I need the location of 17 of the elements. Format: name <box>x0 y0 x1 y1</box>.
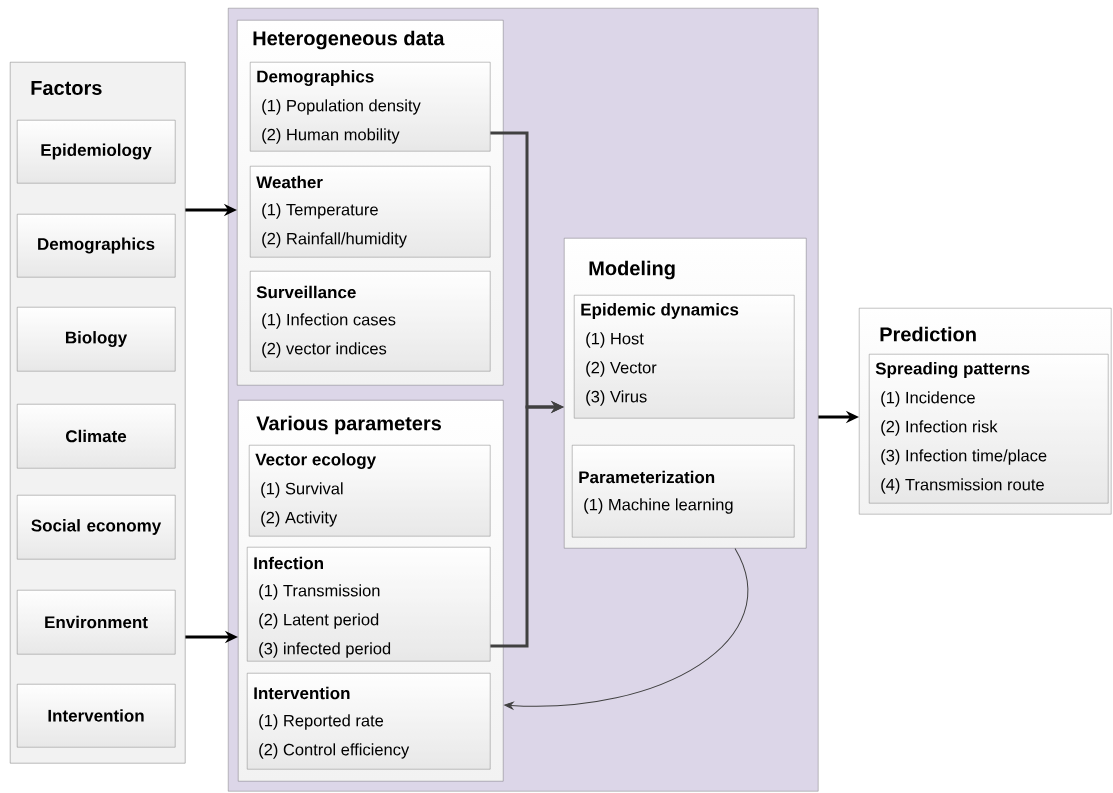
factor-box: Environment <box>17 590 176 655</box>
data-box: Weather (1) Temperature (2) Rainfall/humidity <box>250 166 491 258</box>
data-box: Demographics (1) Population density (2) Human mobility <box>250 62 491 152</box>
factor-box: Climate <box>17 404 176 469</box>
factor-box: Intervention <box>17 684 176 748</box>
data-box: Parameterization (1) Machine learning <box>572 445 795 538</box>
factor-box: Demographics <box>17 214 176 278</box>
data-box: Intervention (1) Reported rate (2) Control efficiency <box>247 673 491 770</box>
data-box: Vector ecology (1) Survival (2) Activity <box>249 445 491 537</box>
arrow <box>504 547 749 710</box>
factor-box: Epidemiology <box>17 120 176 184</box>
data-box: Spreading patterns (1) Incidence (2) Infection risk (3) Infection time/place (4) Transmission route <box>869 354 1109 504</box>
factor-box: Biology <box>17 307 176 372</box>
factor-box: Social economy <box>17 495 176 560</box>
data-box: Epidemic dynamics (1) Host (2) Vector (3) Virus <box>574 295 795 419</box>
data-box: Infection (1) Transmission (2) Latent period (3) infected period <box>247 547 491 662</box>
data-box: Surveillance (1) Infection cases (2) vector indices <box>250 271 491 372</box>
